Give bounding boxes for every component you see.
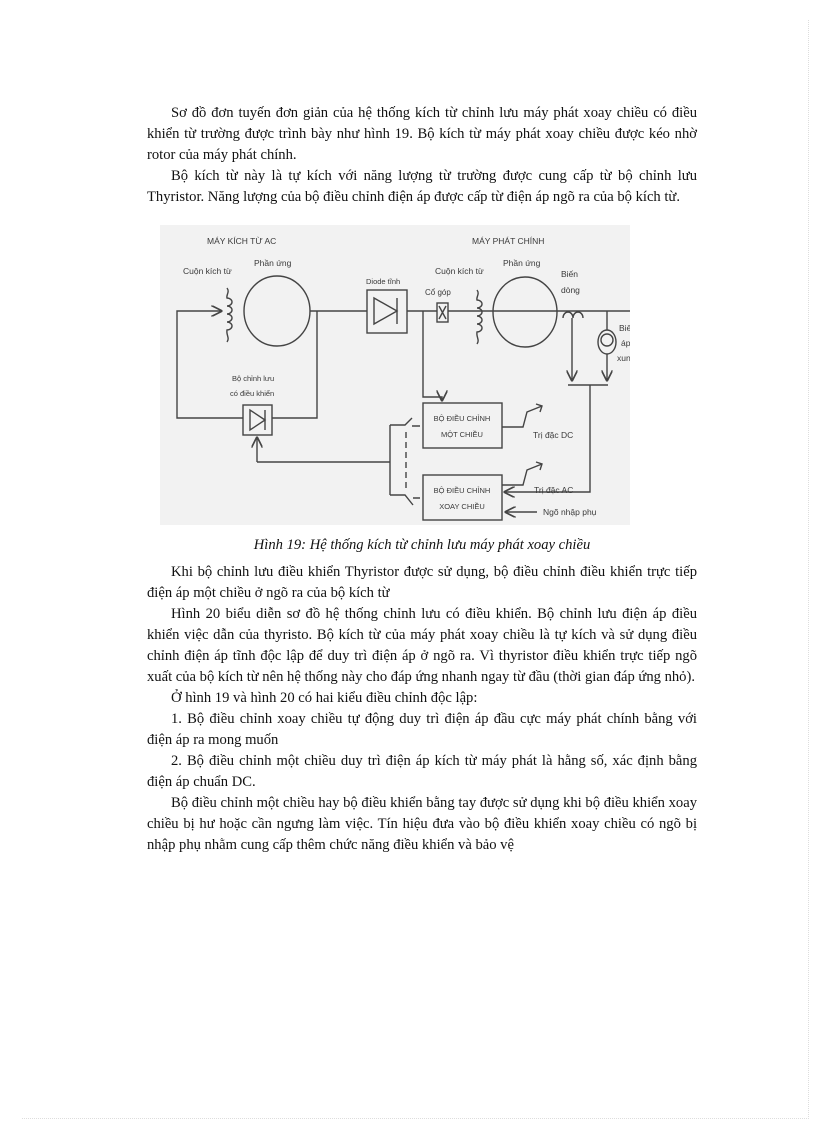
list-item: 1. Bộ điều chỉnh xoay chiều tự động duy … (147, 711, 697, 748)
paragraph: Sơ đồ đơn tuyến đơn giản của hệ thống kí… (147, 105, 697, 163)
controlled-rectifier-box (242, 404, 273, 436)
body-text: Khi bộ chỉnh lưu điều khiển Thyristor đư… (147, 562, 697, 856)
label-rectifier-1: Bộ chỉnh lưu (232, 374, 274, 383)
paragraph: Bộ kích từ này là tự kích với năng lượng… (147, 168, 697, 205)
ac-regulator-box (422, 474, 503, 521)
list-item: 2. Bộ điều chỉnh một chiều duy trì điện … (147, 753, 697, 790)
diagram-background (160, 225, 630, 525)
label-exciter-armature: Phần ứng (254, 258, 292, 268)
label-pt-2: áp (621, 338, 630, 348)
label-pt-3: xung (617, 353, 630, 363)
generator-armature-circle (492, 276, 558, 348)
paragraph: Ở hình 19 và hình 20 có hai kiểu điều ch… (171, 690, 478, 706)
paragraph: Hình 20 biểu diễn sơ đồ hệ thống chỉnh l… (147, 606, 697, 685)
label-aux-input: Ngõ nhập phụ (543, 507, 597, 517)
paragraph: Khi bộ chỉnh lưu điều khiển Thyristor đư… (147, 564, 697, 601)
figure-caption: Hình 19: Hệ thống kích từ chỉnh lưu máy … (253, 537, 591, 553)
ac-setpoint-knob-icon (502, 461, 543, 486)
label-ct-2: dòng (561, 285, 580, 295)
label-exciter-field: Cuộn kích từ (183, 266, 232, 276)
label-gen-armature: Phần ứng (503, 258, 541, 268)
label-generator-title: MÁY PHÁT CHÍNH (472, 236, 544, 246)
intro-text: Sơ đồ đơn tuyến đơn giản của hệ thống kí… (147, 103, 697, 208)
diode-box (366, 289, 408, 334)
paragraph: Bộ điều chỉnh một chiều hay bộ điều khiể… (147, 795, 697, 853)
excitation-system-diagram: MÁY KÍCH TỪ AC MÁY PHÁT CHÍNH Cuộn kích … (160, 225, 630, 525)
exciter-field-coil-icon (226, 287, 233, 343)
label-ac-setpoint: Trị đặc AC (534, 485, 573, 495)
label-slip-ring: Cổ góp (425, 288, 451, 297)
label-ac-reg-1: BỘ ĐIỀU CHỈNH (434, 485, 491, 495)
dc-setpoint-knob-icon (502, 403, 543, 428)
page-border (22, 20, 809, 1119)
current-transformer-icon (562, 311, 584, 319)
label-diode: Diode tĩnh (366, 277, 400, 286)
label-rectifier-2: có điều khiển (230, 389, 274, 398)
label-ct-1: Biến (561, 269, 578, 279)
label-ac-reg-2: XOAY CHIỀU (439, 501, 485, 511)
label-gen-field: Cuộn kích từ (435, 266, 484, 276)
label-dc-reg-1: BỘ ĐIỀU CHỈNH (434, 413, 491, 423)
label-dc-reg-2: MỘT CHIỀU (441, 429, 483, 439)
label-exciter-title: MÁY KÍCH TỪ AC (207, 236, 276, 246)
generator-field-coil-icon (476, 289, 483, 345)
label-pt-1: Biến (619, 323, 630, 333)
dc-regulator-box (422, 402, 503, 449)
selector-switch (389, 417, 420, 506)
label-dc-setpoint: Trị đặc DC (533, 430, 573, 440)
